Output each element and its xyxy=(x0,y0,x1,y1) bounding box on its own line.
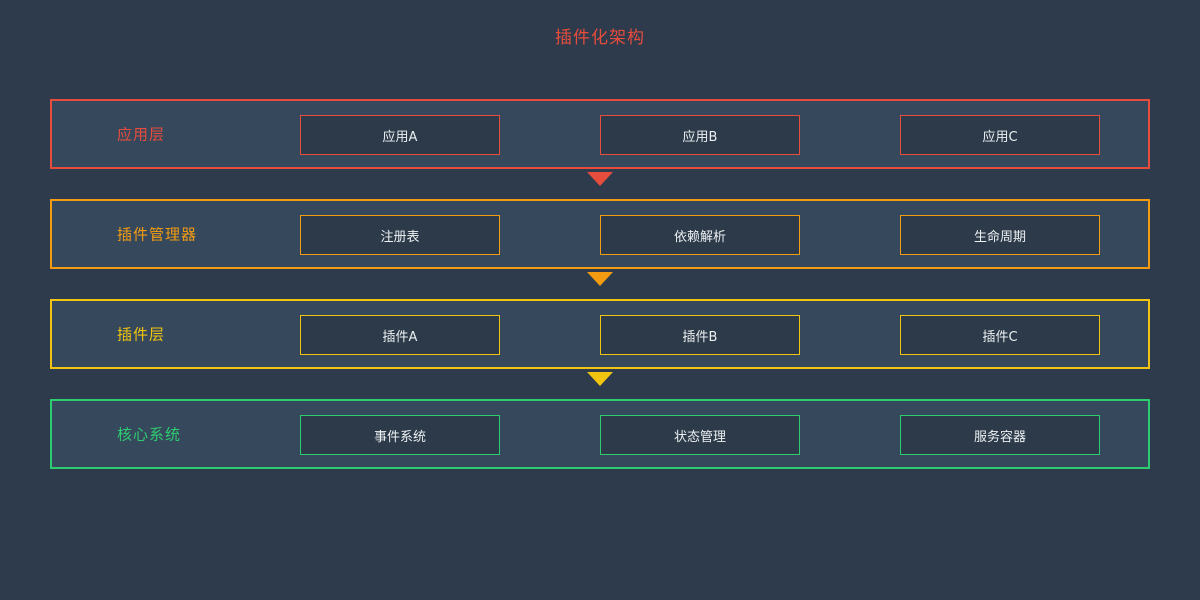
module-box: 生命周期 xyxy=(900,215,1100,255)
module-box: 依赖解析 xyxy=(600,215,800,255)
layer-label: 应用层 xyxy=(117,125,166,144)
layer-plugins: 插件层 插件A 插件B 插件C xyxy=(50,299,1150,369)
layer-label: 插件管理器 xyxy=(117,225,198,244)
module-box: 注册表 xyxy=(300,215,500,255)
layer-label: 核心系统 xyxy=(117,425,182,444)
module-box: 应用B xyxy=(600,115,800,155)
down-arrow-icon xyxy=(587,372,613,386)
down-arrow-icon xyxy=(587,272,613,286)
module-box: 插件C xyxy=(900,315,1100,355)
layer-plugin-manager: 插件管理器 注册表 依赖解析 生命周期 xyxy=(50,199,1150,269)
module-box: 事件系统 xyxy=(300,415,500,455)
module-box: 应用C xyxy=(900,115,1100,155)
module-box: 服务容器 xyxy=(900,415,1100,455)
module-box: 插件B xyxy=(600,315,800,355)
module-box: 插件A xyxy=(300,315,500,355)
layer-label: 插件层 xyxy=(117,325,166,344)
layer-core-system: 核心系统 事件系统 状态管理 服务容器 xyxy=(50,399,1150,469)
diagram-title: 插件化架构 xyxy=(555,28,645,48)
down-arrow-icon xyxy=(587,172,613,186)
layer-application: 应用层 应用A 应用B 应用C xyxy=(50,99,1150,169)
module-box: 应用A xyxy=(300,115,500,155)
module-box: 状态管理 xyxy=(600,415,800,455)
